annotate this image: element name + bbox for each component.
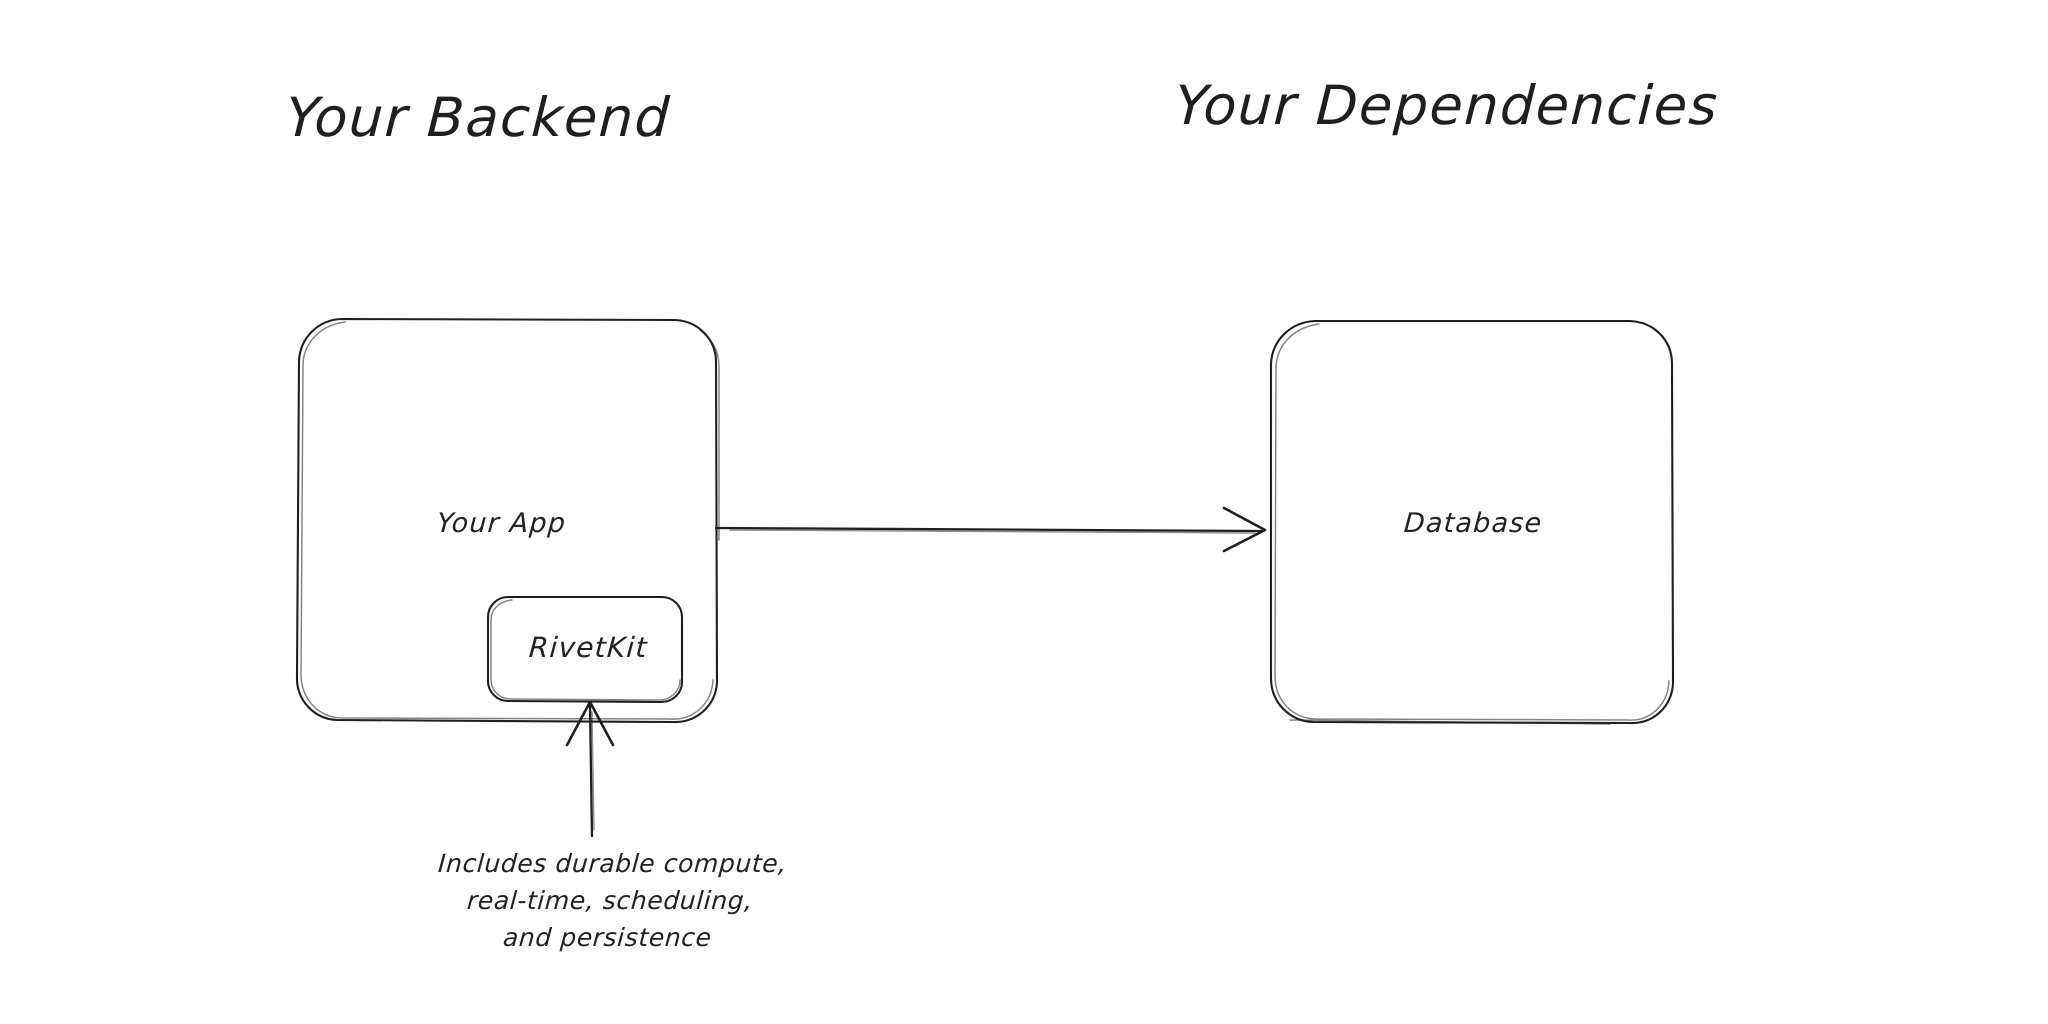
rivetkit-box[interactable]: [486, 595, 684, 704]
annotation-line-2: real-time, scheduling,: [466, 886, 754, 915]
node-label-rivetkit: RivetKit: [527, 631, 649, 664]
connector-app-to-database: [714, 506, 1267, 553]
annotation-line-1: Includes durable compute,: [437, 849, 788, 878]
connector-note-to-rivetkit: [565, 700, 615, 838]
section-title-dependencies: Your Dependencies: [1173, 74, 1721, 137]
node-label-database: Database: [1402, 508, 1544, 539]
section-title-backend: Your Backend: [284, 86, 673, 149]
annotation-line-3: and persistence: [502, 923, 713, 952]
annotation-note: Includes durable compute, real-time, sch…: [416, 845, 804, 956]
database-box[interactable]: [1269, 319, 1675, 725]
node-label-your-app: Your App: [435, 508, 568, 539]
your-app-box[interactable]: [295, 317, 720, 724]
